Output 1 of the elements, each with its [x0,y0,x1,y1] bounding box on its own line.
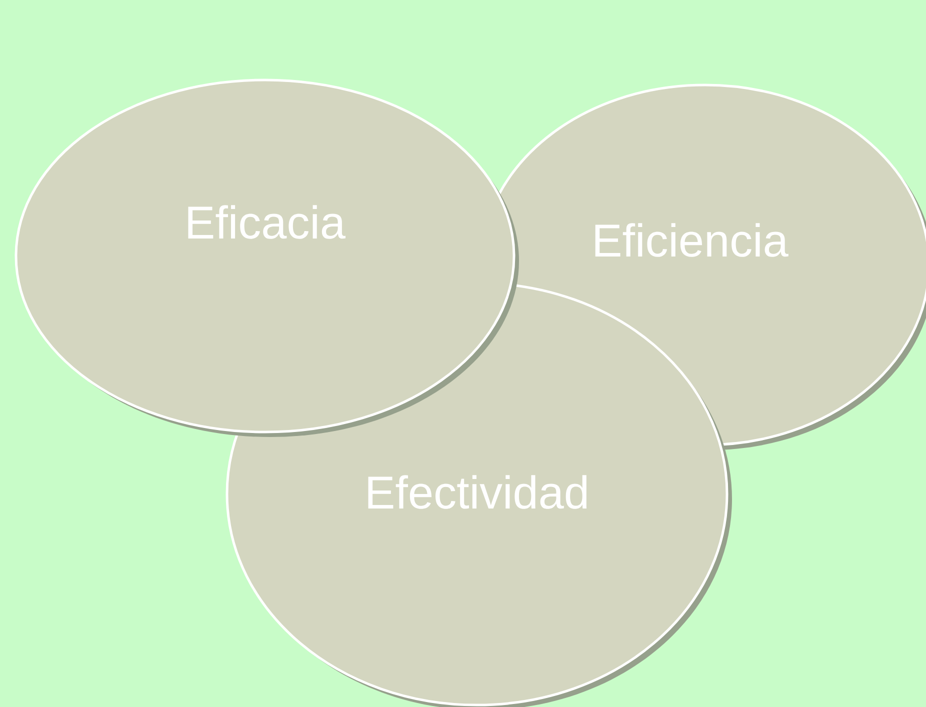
ellipse-node: Eficacia [14,78,519,437]
